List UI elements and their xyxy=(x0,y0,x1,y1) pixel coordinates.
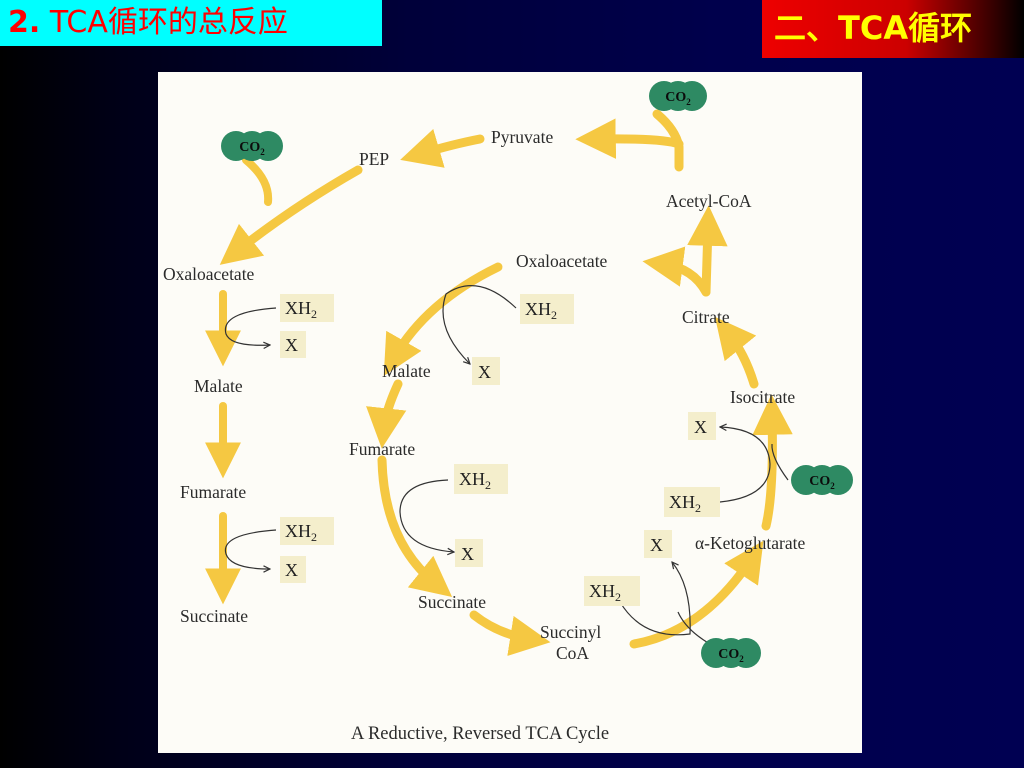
tca-diagram: CO2 CO2 CO2 CO2 XH2 X XH2 X XH2 X XH2 X … xyxy=(158,72,862,753)
svg-text:XH2: XH2 xyxy=(459,469,491,492)
arrow-malate-to-fumarate-cycle xyxy=(366,379,407,449)
label-cycle-isocitrate: Isocitrate xyxy=(730,387,795,407)
figure-caption: A Reductive, Reversed TCA Cycle xyxy=(351,724,609,744)
co2-top: CO2 xyxy=(649,81,707,111)
label-left-malate: Malate xyxy=(194,376,243,396)
svg-text:XH2: XH2 xyxy=(525,299,557,322)
svg-text:X: X xyxy=(461,544,474,564)
cofactor-left-x-top: X xyxy=(280,331,306,358)
arrow-succinylcoa-to-ketoglutarate xyxy=(629,540,764,649)
curve-left-top xyxy=(224,307,277,345)
svg-text:CO2: CO2 xyxy=(239,140,265,157)
svg-text:X: X xyxy=(650,535,663,555)
label-cycle-oxaloacetate: Oxaloacetate xyxy=(516,251,608,271)
yellow-arrows xyxy=(205,109,793,656)
label-left-succinate: Succinate xyxy=(180,606,248,626)
svg-text:XH2: XH2 xyxy=(589,581,621,604)
arrow-citrate-to-oxaloacetate xyxy=(642,246,711,297)
arrow-succinate-to-succinylcoa xyxy=(469,610,551,656)
cofactor-cycle-x-isocitrate: X xyxy=(688,412,716,440)
label-cycle-ketoglutarate: α-Ketoglutarate xyxy=(695,533,805,553)
svg-text:X: X xyxy=(694,417,707,437)
cofactor-left-xh2-bottom: XH2 xyxy=(280,517,334,545)
svg-text:X: X xyxy=(285,560,298,580)
label-cycle-fumarate: Fumarate xyxy=(349,439,415,459)
cofactor-cycle-xh2-fumarate: XH2 xyxy=(454,464,508,494)
electron-transfer-arrows xyxy=(224,285,789,645)
arrow-oxaloacetate-to-malate-cycle xyxy=(383,262,503,376)
svg-text:CO2: CO2 xyxy=(718,647,744,664)
svg-text:XH2: XH2 xyxy=(285,298,317,321)
svg-text:CO2: CO2 xyxy=(809,474,835,491)
arrow-pep-to-oxaloacetate xyxy=(219,165,363,265)
label-left-oxaloacetate: Oxaloacetate xyxy=(163,264,255,284)
slide-title-left: 2. TCA循环的总反应 xyxy=(0,0,382,46)
curve-cycle-succinate xyxy=(399,479,454,552)
arrow-co2-merge-left xyxy=(242,156,273,206)
cofactor-cycle-x-succinate: X xyxy=(455,539,483,567)
label-cycle-malate: Malate xyxy=(382,361,431,381)
curve-co2-succinylcoa xyxy=(677,611,711,645)
label-left-fumarate: Fumarate xyxy=(180,482,246,502)
title-number: 2. xyxy=(8,5,41,40)
svg-text:XH2: XH2 xyxy=(285,521,317,544)
tca-diagram-figure: CO2 CO2 CO2 CO2 XH2 X XH2 X XH2 X XH2 X … xyxy=(158,72,862,753)
co2-left: CO2 xyxy=(221,131,283,161)
cofactor-cycle-x-ketoglutarate-left: X xyxy=(644,530,672,558)
label-cycle-coa: CoA xyxy=(556,643,589,663)
slide-title-right: 二、TCA循环 xyxy=(762,0,1024,58)
label-cycle-succinyl: Succinyl xyxy=(540,622,601,642)
cofactor-cycle-x-malate: X xyxy=(472,357,500,385)
cofactor-left-x-bottom: X xyxy=(280,556,306,583)
arrow-citrate-to-acetylcoa xyxy=(687,205,728,297)
cofactor-cycle-xh2-succinylcoa: XH2 xyxy=(584,576,640,606)
cofactor-left-xh2-top: XH2 xyxy=(280,294,334,322)
label-pep: PEP xyxy=(359,149,389,169)
cofactor-cycle-xh2-ketoglutarate: XH2 xyxy=(664,487,720,517)
arrow-ketoglutarate-to-isocitrate xyxy=(752,394,793,531)
arrow-pyruvate-to-pep xyxy=(400,128,485,168)
svg-text:X: X xyxy=(285,335,298,355)
arrow-fumarate-to-succinate-cycle xyxy=(377,455,453,598)
curve-cycle-malate xyxy=(442,285,517,364)
co2-succinylcoa: CO2 xyxy=(701,638,761,668)
cofactor-cycle-xh2-malate: XH2 xyxy=(520,294,574,324)
arrow-isocitrate-to-citrate xyxy=(714,316,759,389)
label-acetyl-coa: Acetyl-CoA xyxy=(666,191,752,211)
curve-cycle-succinylcoa xyxy=(619,562,691,636)
svg-text:CO2: CO2 xyxy=(665,90,691,107)
svg-text:X: X xyxy=(478,362,491,382)
label-cycle-citrate: Citrate xyxy=(682,307,730,327)
label-pyruvate: Pyruvate xyxy=(491,127,553,147)
curve-co2-ketoglutarate xyxy=(771,443,789,481)
arrow-acetylcoa-to-pyruvate xyxy=(575,118,684,159)
curve-cycle-ketoglutarate xyxy=(720,427,771,503)
curve-left-bottom xyxy=(224,529,277,569)
svg-text:XH2: XH2 xyxy=(669,492,701,515)
co2-ketoglutarate: CO2 xyxy=(791,465,853,495)
label-cycle-succinate: Succinate xyxy=(418,592,486,612)
title-text: TCA循环的总反应 xyxy=(40,5,288,40)
